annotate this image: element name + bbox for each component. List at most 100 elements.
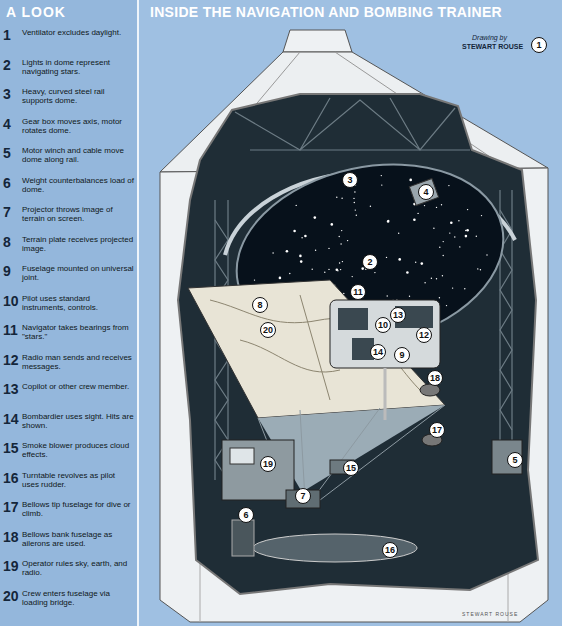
key-number: 19	[3, 558, 21, 574]
panel-divider	[137, 0, 139, 626]
star-dot	[315, 250, 316, 251]
star-dot	[347, 240, 348, 241]
key-text: Crew enters fuselage via loading bridge.	[22, 589, 134, 607]
star-dot	[431, 278, 432, 279]
callout-number: 7	[295, 488, 311, 504]
star-dot	[415, 262, 416, 263]
star-dot	[341, 198, 342, 199]
star-dot	[328, 269, 329, 270]
key-text: Fuselage mounted on universal joint.	[22, 264, 134, 282]
star-dot	[398, 233, 399, 234]
key-text: Terrain plate receives projected image.	[22, 235, 134, 253]
callout-number: 11	[350, 284, 366, 300]
callout-number: 3	[342, 172, 358, 188]
key-panel	[0, 0, 137, 626]
star-dot	[314, 216, 317, 219]
fuselage-window	[338, 308, 368, 330]
key-text: Operator rules sky, earth, and radio.	[22, 559, 134, 577]
star-dot	[466, 229, 469, 232]
star-dot	[464, 288, 465, 289]
star-dot	[388, 220, 389, 221]
key-number: 11	[3, 322, 21, 338]
callout-number: 18	[427, 370, 443, 386]
star-dome	[220, 141, 521, 369]
callout-number: 5	[507, 452, 523, 468]
key-number: 14	[3, 411, 21, 427]
star-dot	[477, 268, 478, 269]
star-dot	[336, 268, 339, 271]
star-dot	[381, 175, 382, 176]
artist-signature: STEWART ROUSE	[462, 611, 518, 617]
key-text: Smoke blower produces cloud effects.	[22, 441, 134, 459]
star-dot	[452, 287, 453, 288]
key-text: Projector throws image of terrain on scr…	[22, 205, 134, 223]
bank-bellows	[420, 384, 440, 396]
star-dot	[386, 257, 387, 258]
star-dot	[436, 278, 437, 279]
key-text: Pilot uses standard instruments, control…	[22, 294, 134, 312]
key-number: 3	[3, 86, 21, 102]
star-dot	[339, 236, 340, 237]
key-text: Copilot or other crew member.	[22, 382, 134, 391]
key-text: Radio man sends and receives messages.	[22, 353, 134, 371]
star-dot	[254, 279, 255, 280]
star-dot	[481, 215, 482, 216]
key-text: Ventilator excludes daylight.	[22, 28, 134, 37]
star-dot	[476, 236, 477, 237]
star-dot	[272, 252, 273, 253]
key-text: Bellows bank fuselage as ailerons are us…	[22, 530, 134, 548]
key-number: 1	[3, 27, 21, 43]
star-dot	[450, 222, 453, 225]
star-dot	[381, 184, 382, 185]
star-dot	[486, 254, 487, 255]
counterweight	[232, 520, 254, 556]
star-dot	[355, 209, 356, 210]
callout-number: 8	[252, 297, 268, 313]
star-dot	[439, 297, 440, 298]
star-dot	[342, 261, 343, 262]
star-dot	[465, 235, 468, 238]
title: INSIDE THE NAVIGATION AND BOMBING TRAINE…	[150, 4, 502, 20]
key-text: Gear box moves axis, motor rotates dome.	[22, 117, 134, 135]
star-dot	[304, 235, 307, 238]
star-dot	[324, 272, 325, 273]
star-dot	[340, 269, 341, 270]
motor-winch	[492, 440, 522, 474]
star-dot	[409, 296, 410, 297]
star-dot	[424, 282, 425, 283]
key-text: Motor winch and cable move dome along ra…	[22, 146, 134, 164]
star-dot	[293, 230, 296, 233]
callout-number: 19	[260, 456, 276, 472]
star-dot	[340, 243, 341, 244]
star-dot	[458, 220, 459, 221]
key-number: 4	[3, 116, 21, 132]
callout-number: 15	[343, 460, 359, 476]
operator-console	[222, 440, 294, 500]
star-dot	[421, 262, 424, 265]
callout-number: 12	[416, 327, 432, 343]
key-number: 2	[3, 57, 21, 73]
key-number: 10	[3, 293, 21, 309]
key-text: Weight counterbalances load of dome.	[22, 176, 134, 194]
star-dot	[443, 255, 444, 256]
callout-number: 16	[382, 542, 398, 558]
star-dot	[406, 271, 409, 274]
star-dot	[449, 232, 450, 233]
star-dot	[341, 230, 342, 231]
key-number: 9	[3, 263, 21, 279]
star-dot	[467, 209, 468, 210]
star-dot	[480, 269, 481, 270]
star-dot	[424, 205, 425, 206]
key-number: 5	[3, 145, 21, 161]
cutaway-interior	[178, 94, 538, 594]
panel-heading: A LOOK	[6, 4, 66, 20]
star-dot	[299, 255, 302, 258]
key-text: Bellows tip fuselage for dive or climb.	[22, 500, 134, 518]
callout-number: 2	[362, 254, 378, 270]
star-dot	[336, 197, 337, 198]
star-dot	[436, 207, 437, 208]
star-dot	[442, 275, 443, 276]
gear-box	[409, 178, 438, 205]
callout-number: 17	[429, 422, 445, 438]
key-number: 20	[3, 588, 21, 604]
